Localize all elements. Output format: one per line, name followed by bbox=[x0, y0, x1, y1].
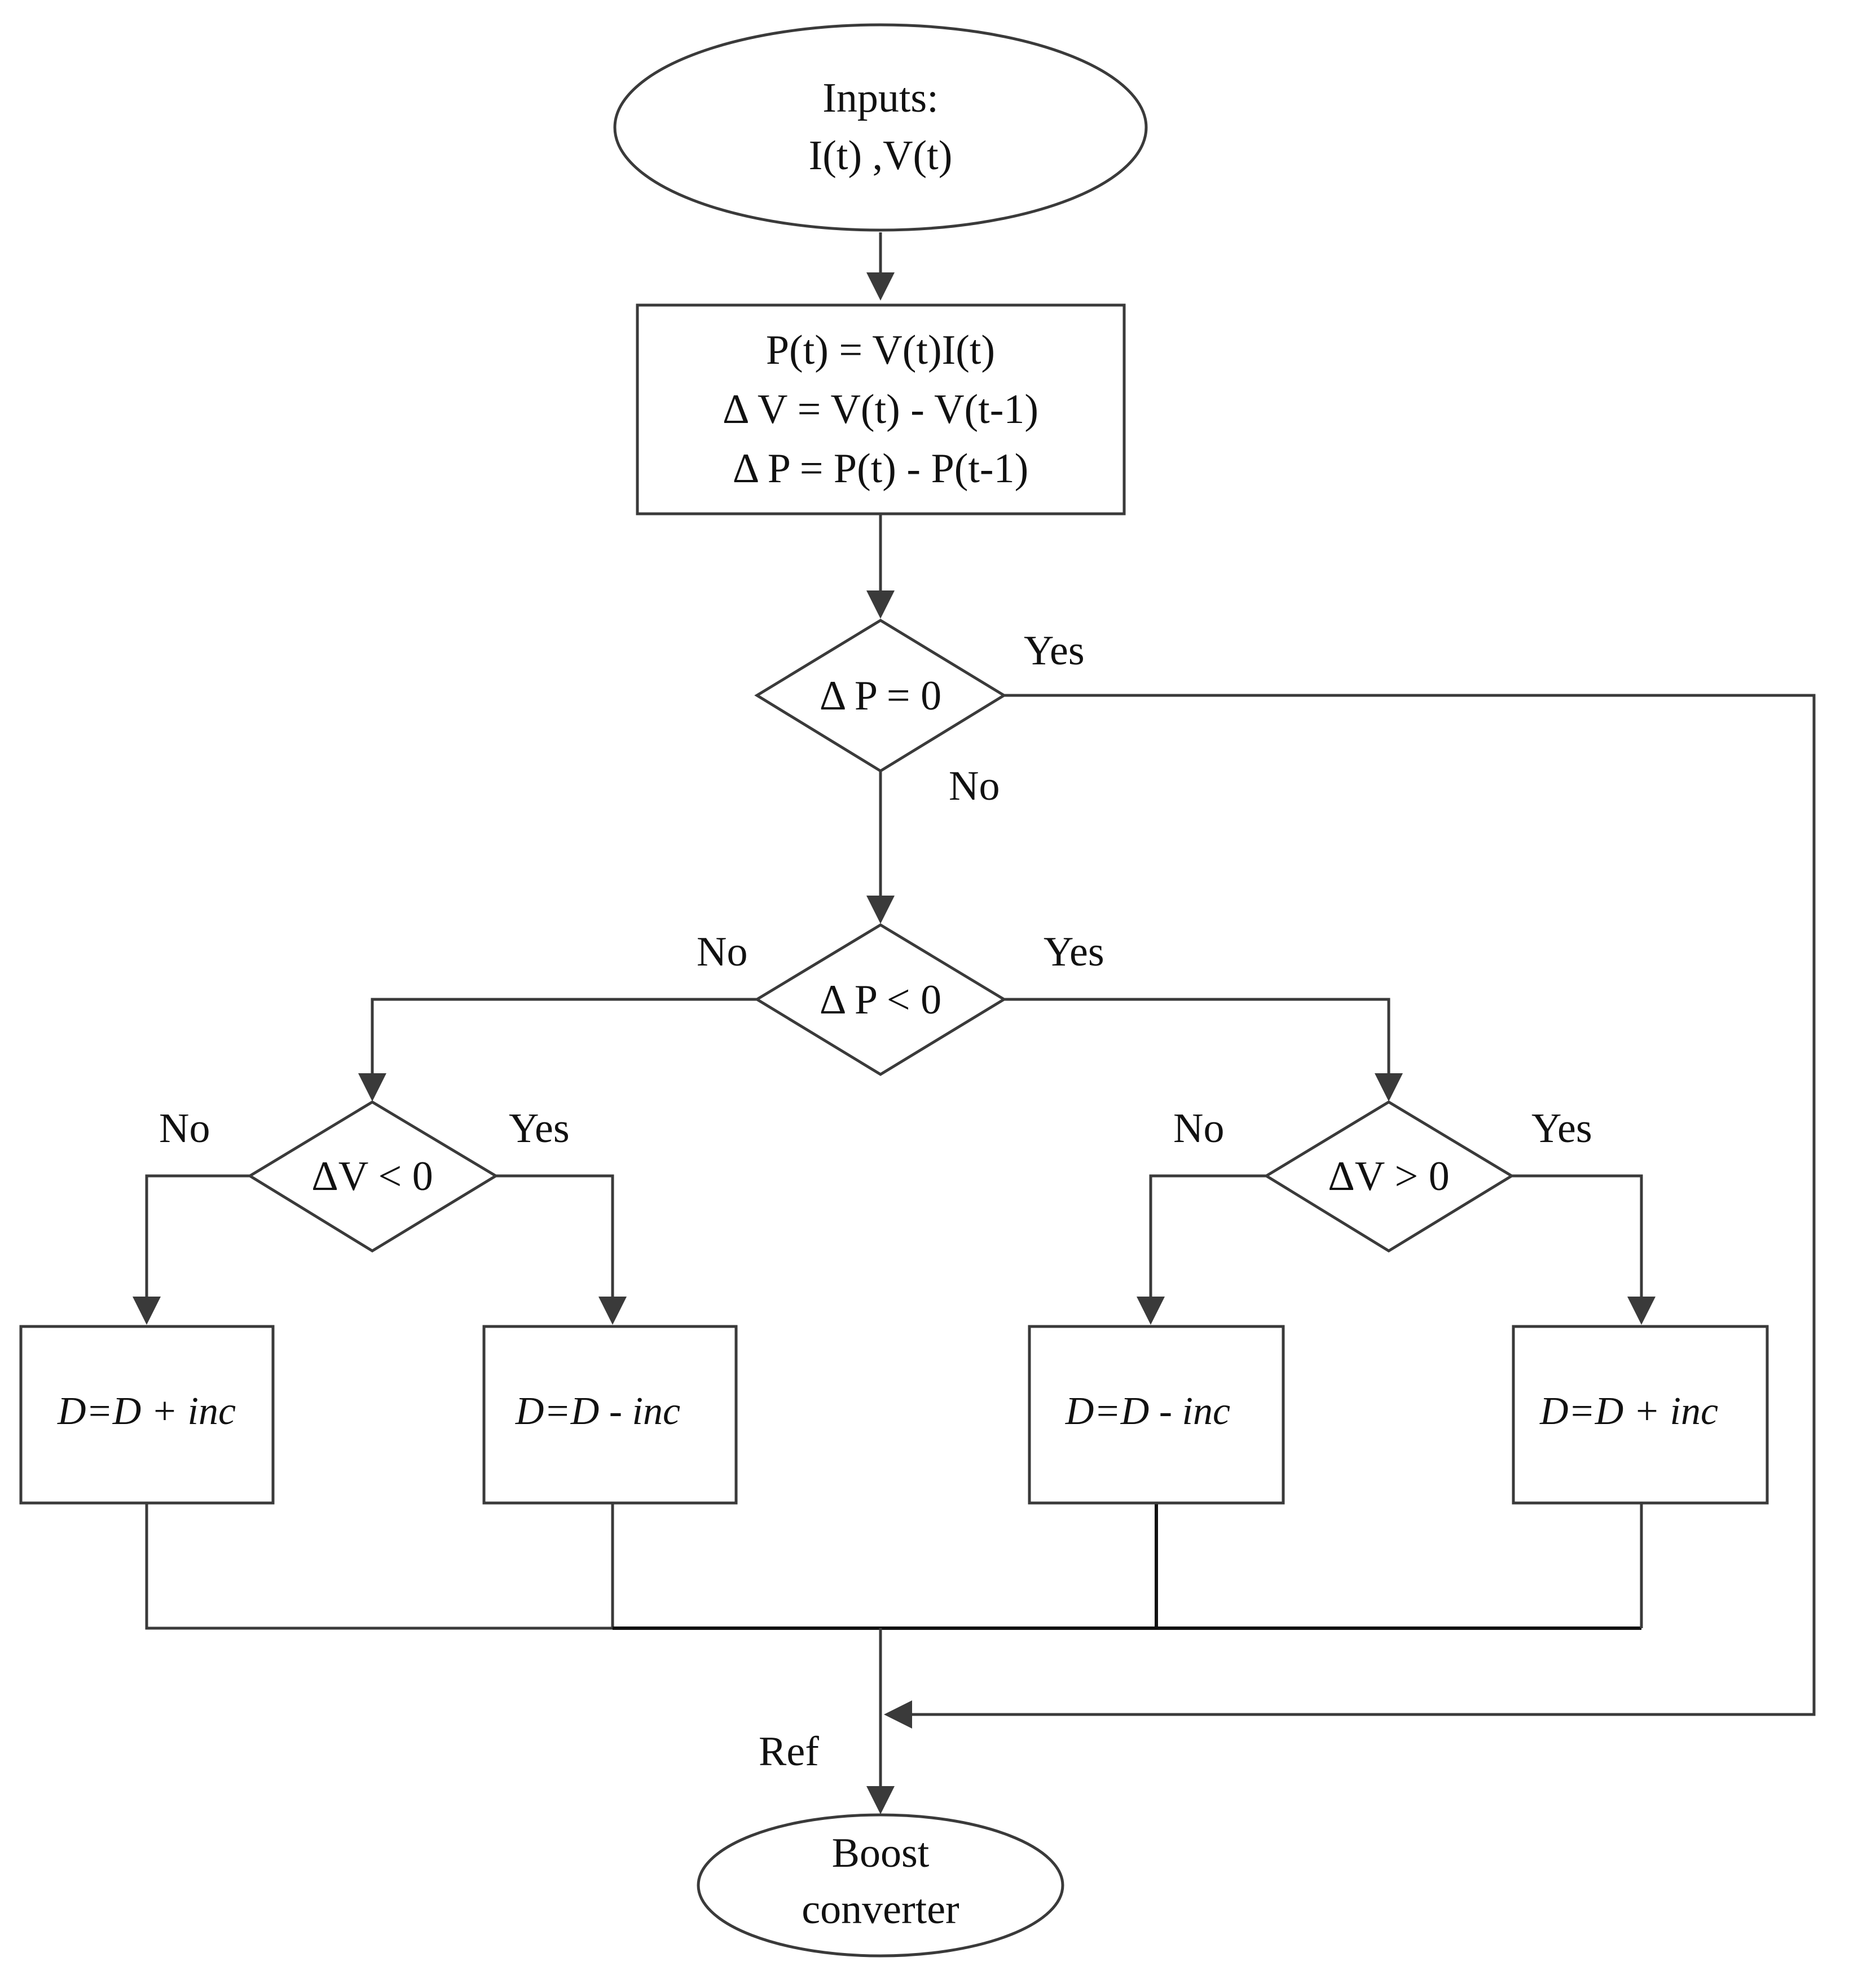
action-box-decrease-right: D=D - inc bbox=[1028, 1325, 1285, 1505]
arrow-dp-zero-yes-bypass bbox=[884, 694, 1816, 1729]
decision-dp-zero: Δ P = 0 bbox=[754, 619, 1007, 773]
decision-dv-pos-label: ΔV > 0 bbox=[1328, 1153, 1449, 1200]
action-box-decrease-left: D=D - inc bbox=[482, 1325, 738, 1505]
dp-neg-yes-label: Yes bbox=[1044, 929, 1104, 975]
power-formula: P(t) = V(t)I(t) bbox=[766, 327, 995, 373]
decision-dv-pos: ΔV > 0 bbox=[1264, 1100, 1515, 1253]
action-decrease-right-label: D=D - inc bbox=[1065, 1390, 1230, 1433]
decision-dv-neg-label: ΔV < 0 bbox=[311, 1153, 433, 1200]
arrow-dv-neg-yes bbox=[496, 1174, 627, 1325]
converter-label: converter bbox=[802, 1886, 959, 1933]
arrow-dv-neg-no bbox=[133, 1174, 250, 1325]
dp-neg-no-label: No bbox=[697, 929, 747, 975]
merge-line-left bbox=[145, 1504, 614, 1630]
boost-label: Boost bbox=[832, 1830, 930, 1876]
dv-neg-no-label: No bbox=[159, 1105, 210, 1152]
compute-box: P(t) = V(t)I(t) Δ V = V(t) - V(t-1) Δ P … bbox=[636, 303, 1126, 515]
start-label-inputs: Inputs: bbox=[822, 75, 939, 121]
start-label-signals: I(t) ,V(t) bbox=[809, 133, 953, 179]
dv-pos-yes-label: Yes bbox=[1531, 1105, 1592, 1152]
action-decrease-left-label: D=D - inc bbox=[515, 1390, 680, 1433]
action-increase-left-label: D=D + inc bbox=[57, 1390, 236, 1433]
decision-dp-neg-label: Δ P < 0 bbox=[820, 977, 941, 1023]
decision-dp-zero-label: Δ P = 0 bbox=[820, 673, 941, 719]
decision-dv-neg: ΔV < 0 bbox=[247, 1100, 499, 1253]
decision-dp-neg: Δ P < 0 bbox=[754, 923, 1007, 1076]
ref-label: Ref bbox=[759, 1729, 819, 1775]
arrow-dv-pos-no bbox=[1137, 1174, 1266, 1325]
arrow-dp-neg-yes bbox=[1004, 998, 1403, 1101]
dp-zero-no-label: No bbox=[949, 763, 1000, 809]
delta-v-formula: Δ V = V(t) - V(t-1) bbox=[723, 386, 1038, 433]
action-box-increase-left: D=D + inc bbox=[19, 1325, 275, 1505]
start-node: Inputs: I(t) ,V(t) bbox=[613, 23, 1148, 232]
delta-p-formula: Δ P = P(t) - P(t-1) bbox=[733, 446, 1028, 492]
boost-converter-node: Boost converter bbox=[697, 1813, 1064, 1958]
action-increase-right-label: D=D + inc bbox=[1539, 1390, 1718, 1433]
dv-pos-no-label: No bbox=[1173, 1105, 1224, 1152]
action-box-increase-right: D=D + inc bbox=[1512, 1325, 1769, 1505]
arrow-dp-neg-no bbox=[358, 998, 757, 1101]
dp-zero-yes-label: Yes bbox=[1024, 628, 1085, 674]
connectors bbox=[133, 232, 1816, 1814]
arrow-dv-pos-yes bbox=[1512, 1174, 1656, 1325]
dv-neg-yes-label: Yes bbox=[509, 1105, 570, 1152]
